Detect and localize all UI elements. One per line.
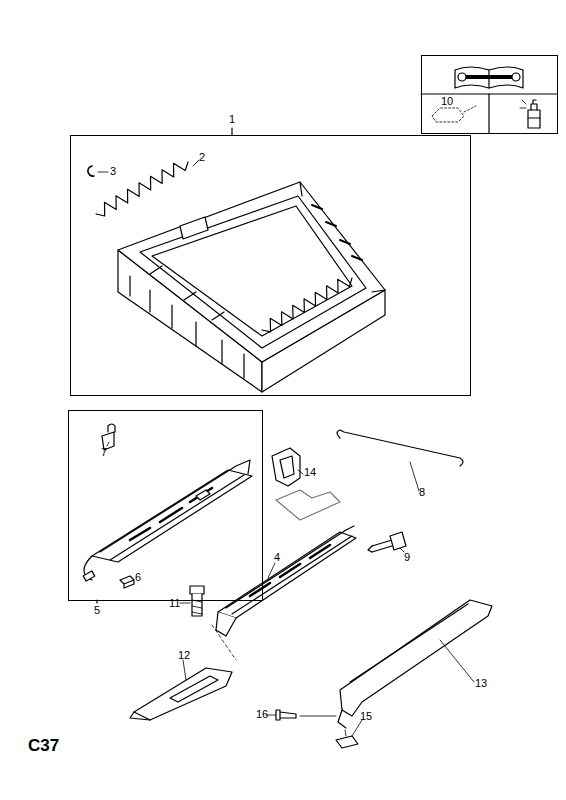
callout-number: 2 xyxy=(199,152,205,163)
callout-number: 3 xyxy=(110,166,116,177)
callout-number: 6 xyxy=(135,572,141,583)
symbol-box: 10 xyxy=(421,55,558,134)
assembly-frame: 5 xyxy=(68,410,263,601)
callout-number: 1 xyxy=(229,114,235,125)
callout-number: 14 xyxy=(304,467,316,478)
callout-number: 10 xyxy=(441,96,453,107)
callout-number: 15 xyxy=(360,711,372,722)
page-code: C37 xyxy=(28,737,59,754)
callout-number: 4 xyxy=(274,552,280,563)
assembly-frame: 1 xyxy=(70,135,471,396)
callout-number: 9 xyxy=(404,552,410,563)
callout-number: 13 xyxy=(475,678,487,689)
callout-number: 16 xyxy=(256,709,268,720)
callout-number: 8 xyxy=(419,487,425,498)
callout-number: 11 xyxy=(169,598,180,609)
callout-number: 5 xyxy=(94,605,100,616)
callout-number: 7 xyxy=(101,447,107,458)
callout-number: 12 xyxy=(178,650,190,661)
